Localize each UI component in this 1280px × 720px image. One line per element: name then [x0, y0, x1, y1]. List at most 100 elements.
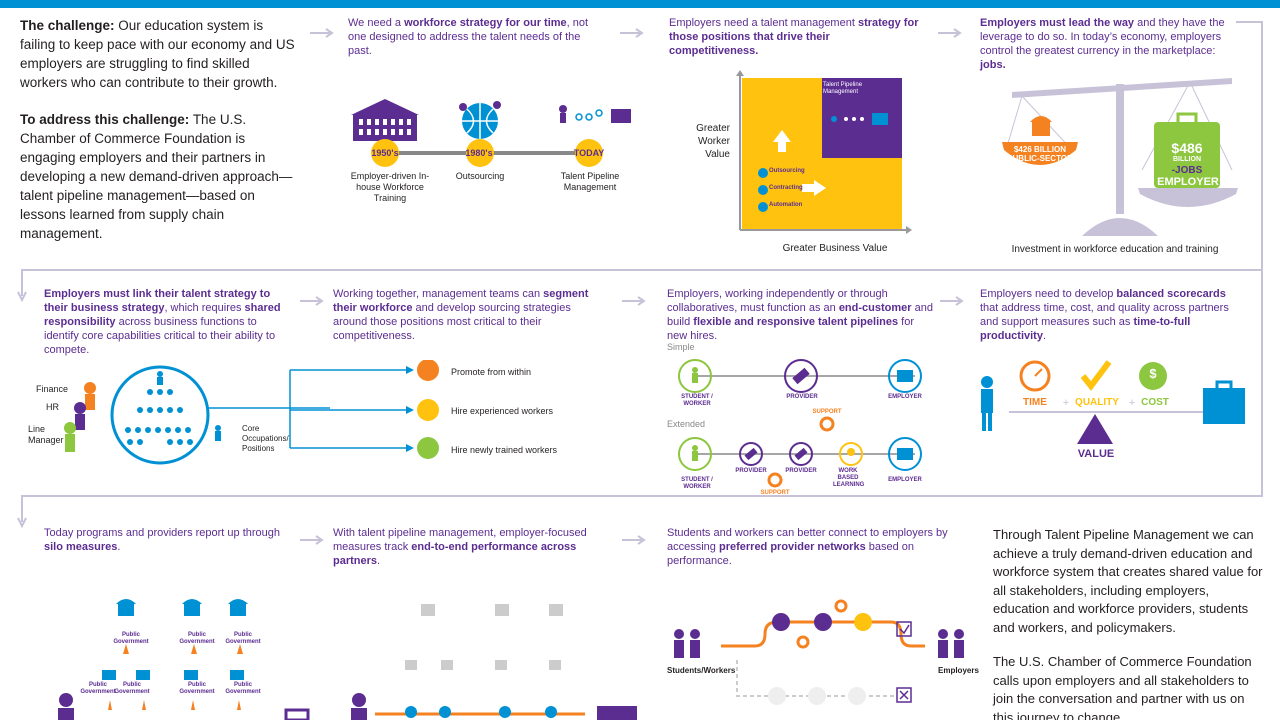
text-run: and they have the leverage to do so. In …	[980, 17, 1225, 57]
text-run: , not one designed to address the talent…	[348, 17, 589, 57]
closing-text: Through Talent Pipeline Management we ca…	[993, 526, 1263, 720]
flow-arrow-icon	[940, 296, 966, 306]
challenge-text: Our education system is failing to keep …	[20, 18, 295, 90]
gov-label: Public Government	[114, 682, 150, 695]
gov-label: Public Government	[225, 682, 261, 695]
era-today: TODAY	[573, 148, 605, 158]
text-bold: shared responsibility	[44, 302, 281, 328]
score-quality: QUALITY	[1075, 397, 1119, 408]
dollar-icon: $	[1149, 366, 1157, 381]
text-run: across business functions to identify co…	[44, 316, 276, 356]
text-run: Working together, management teams can	[333, 288, 544, 300]
end-to-end-graphic	[351, 604, 637, 720]
gov-label: Public Government	[80, 682, 116, 695]
text-bold: time-to-full productivity	[980, 316, 1191, 342]
timeline-graphic	[351, 99, 631, 167]
text-bold: Employers must lead the way	[980, 17, 1135, 29]
text-bold: segment their workforce	[333, 288, 589, 314]
closing-paragraph-2: The U.S. Chamber of Commerce Foundation …	[993, 654, 1252, 720]
ext-wbl-label: WORK BASED LEARNING	[833, 468, 865, 488]
ext-employer-label: EMPLOYER	[888, 477, 922, 483]
segmentation-graphic	[64, 360, 439, 465]
text-run: Today programs and providers report up t…	[44, 527, 281, 539]
era-1980: 1980's	[465, 148, 493, 158]
option-newly-trained: Hire newly trained workers	[451, 445, 558, 455]
matrix-item: Outsourcing	[769, 168, 805, 174]
flow-arrow-icon	[310, 28, 336, 38]
flow-arrow-icon	[620, 28, 646, 38]
text-bold: Employers must link their talent strateg…	[44, 288, 271, 314]
matrix-item: Automation	[769, 202, 803, 208]
text-bold: flexible and responsive talent pipelines	[693, 316, 899, 328]
flow-arrow-icon	[300, 296, 326, 306]
matrix-item: Contracting	[769, 185, 803, 191]
text-run: Students and workers can better connect …	[667, 527, 948, 553]
gov-label: Public Government	[179, 682, 215, 695]
role-finance: Finance	[36, 384, 69, 394]
role-line-manager: Line Manager	[28, 424, 64, 445]
score-value: VALUE	[1077, 448, 1115, 460]
panel-workforce-strategy-text: We need a workforce strategy for our tim…	[348, 16, 598, 58]
x-axis-label: Greater Business Value	[782, 243, 888, 254]
extended-label: Extended	[667, 419, 706, 429]
simple-student-label: STUDENT / WORKER	[681, 394, 713, 407]
role-hr: HR	[46, 402, 59, 412]
text-run: that address time, cost, and quality acr…	[980, 302, 1229, 328]
option-experienced: Hire experienced workers	[451, 406, 554, 416]
globe-icon	[459, 101, 501, 139]
scorecard-graphic	[981, 360, 1245, 444]
ext-support-label: SUPPORT	[760, 490, 790, 496]
text-run: .	[117, 541, 121, 553]
text-bold: end-to-end performance across partners	[333, 541, 577, 567]
top-accent-bar	[0, 0, 1280, 8]
text-bold: preferred provider networks	[718, 541, 866, 553]
core-occupations-label: Core Occupations/ Positions	[242, 424, 289, 453]
quadrant-label: Talent Pipeline Management	[823, 82, 863, 95]
panel-pipelines-text: Employers, working independently or thro…	[667, 287, 937, 343]
simple-provider-label: PROVIDER	[786, 394, 818, 400]
text-run: for new hires.	[667, 316, 914, 342]
employers-label: Employers	[938, 666, 979, 675]
scale-caption: Investment in workforce education and tr…	[1011, 244, 1219, 255]
challenge-heading: The challenge:	[20, 18, 115, 33]
flow-arrow-icon	[622, 296, 648, 306]
text-bold: balanced scorecards	[1116, 288, 1226, 300]
option-promote: Promote from within	[451, 367, 532, 377]
era-1950: 1950's	[371, 148, 399, 158]
text-run: Employers need a talent management	[669, 17, 858, 29]
plus-sign: +	[1128, 397, 1136, 409]
text-run: We need a	[348, 17, 405, 29]
ext-student-label: STUDENT / WORKER	[681, 477, 713, 490]
gov-label: Public Government	[225, 632, 261, 645]
panel-end-to-end-text: With talent pipeline management, employe…	[333, 526, 598, 568]
address-text: The U.S. Chamber of Commerce Foundation …	[20, 112, 293, 241]
flow-arrow-icon	[938, 28, 964, 38]
ext-provider-label: PROVIDER	[785, 468, 817, 474]
text-bold: strategy for those positions that drive …	[669, 17, 919, 57]
simple-employer-label: EMPLOYER	[888, 394, 922, 400]
panel-silo-text: Today programs and providers report up t…	[44, 526, 284, 554]
silo-graphic	[58, 599, 310, 720]
employer-amount: $486	[1171, 140, 1203, 156]
intro-text: The challenge: Our education system is f…	[20, 16, 300, 261]
panel-talent-strategy-text: Employers need a talent management strat…	[669, 16, 919, 58]
closing-paragraph-1: Through Talent Pipeline Management we ca…	[993, 527, 1263, 635]
text-run: .	[377, 555, 381, 567]
flow-arrow-icon	[622, 535, 648, 545]
text-run: and build	[667, 302, 933, 328]
text-run: based on performance.	[667, 541, 915, 567]
challenge-paragraph: The challenge: Our education system is f…	[20, 16, 300, 92]
text-run: .	[1042, 330, 1047, 342]
score-cost: COST	[1141, 397, 1169, 408]
text-run: Employers, working independently or thro…	[667, 288, 888, 314]
text-bold: workforce strategy for our time	[404, 17, 567, 29]
plus-sign: +	[1062, 397, 1070, 409]
factory-icon	[351, 99, 419, 141]
provider-network-graphic	[674, 599, 964, 705]
label-talent-pipeline: Talent Pipeline Management	[560, 171, 620, 192]
employer-jobs: -JOBS	[1171, 165, 1203, 176]
address-paragraph: To address this challenge: The U.S. Cham…	[20, 110, 300, 243]
pipeline-diagram	[678, 359, 922, 488]
ext-support-label: SUPPORT	[812, 409, 842, 415]
text-bold: silo measures	[44, 541, 118, 553]
